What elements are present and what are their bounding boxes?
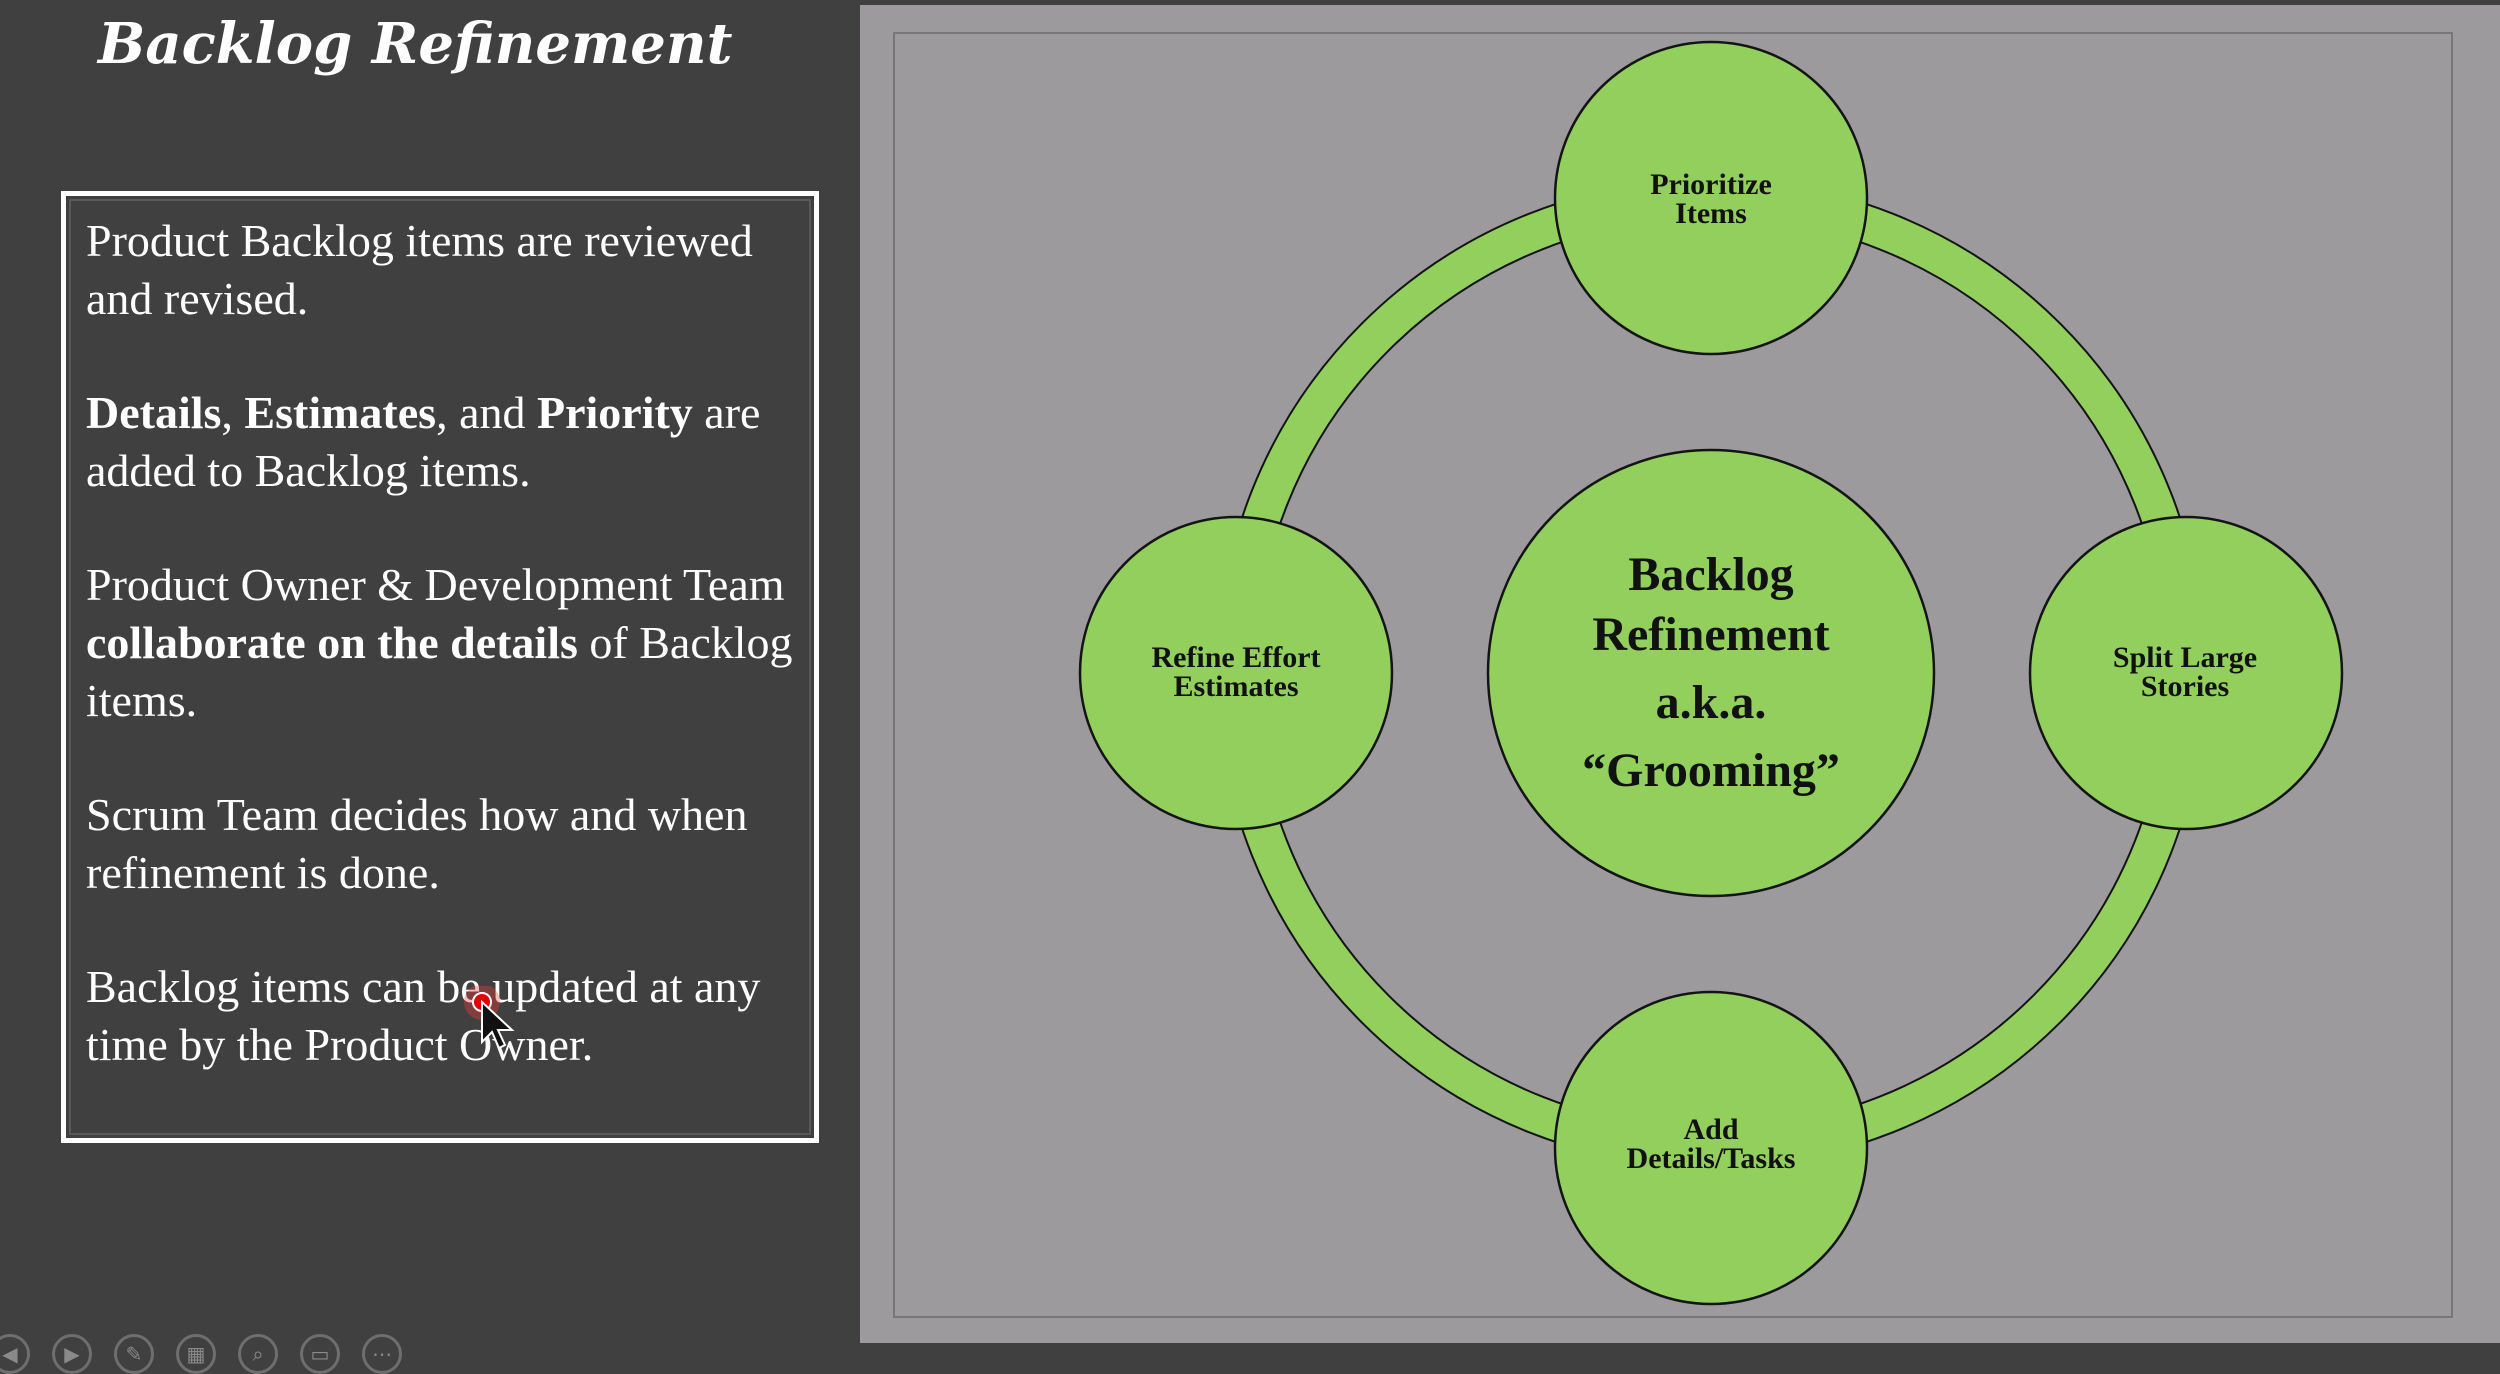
text-run: , and bbox=[436, 387, 537, 438]
next-slide-button[interactable]: ▶ bbox=[52, 1334, 92, 1374]
text-run: are added to Backlog items. bbox=[86, 387, 761, 496]
subtitles-button[interactable]: ▭ bbox=[300, 1334, 340, 1374]
text-run: Backlog items can be updated at any time… bbox=[86, 961, 761, 1070]
previous-slide-button[interactable]: ◀ bbox=[0, 1334, 30, 1374]
pen-tool-button[interactable]: ✎ bbox=[114, 1334, 154, 1374]
node-top-circle bbox=[1553, 40, 1869, 356]
body-paragraph: Details, Estimates, and Priority are add… bbox=[86, 384, 794, 500]
center-circle bbox=[1486, 448, 1936, 898]
center-label: Backlog Refinement a.k.a. “Grooming” bbox=[1582, 548, 1840, 797]
slideshow-toolbar: ◀ ▶ ✎ ▦ ⌕ ▭ ⋯ bbox=[0, 1334, 402, 1374]
body-paragraph: Product Owner & Development Team collabo… bbox=[86, 556, 794, 730]
bold-phrase: Estimates bbox=[244, 387, 437, 438]
body-paragraph: Scrum Team decides how and when refineme… bbox=[86, 786, 794, 902]
text-run: Scrum Team decides how and when refineme… bbox=[86, 789, 748, 898]
diagram-frame bbox=[893, 32, 2453, 1318]
text-run: Product Backlog items are reviewed and r… bbox=[86, 215, 753, 324]
more-options-button[interactable]: ⋯ bbox=[362, 1334, 402, 1374]
body-paragraph: Backlog items can be updated at any time… bbox=[86, 958, 794, 1074]
node-bottom-circle bbox=[1553, 990, 1869, 1306]
bold-phrase: Priority bbox=[536, 387, 693, 438]
node-left-circle bbox=[1078, 515, 1394, 831]
slide-title: Backlog Refinement bbox=[98, 11, 733, 77]
text-run: , bbox=[221, 387, 245, 438]
bold-phrase: collaborate on the details bbox=[86, 617, 578, 668]
body-paragraph: Product Backlog items are reviewed and r… bbox=[86, 212, 794, 328]
see-all-slides-button[interactable]: ▦ bbox=[176, 1334, 216, 1374]
zoom-button[interactable]: ⌕ bbox=[238, 1334, 278, 1374]
node-right-circle bbox=[2028, 515, 2344, 831]
text-run: Product Owner & Development Team bbox=[86, 559, 785, 610]
cycle-diagram bbox=[1078, 40, 2344, 1306]
bold-phrase: Details bbox=[86, 387, 222, 438]
text-run: of Backlog items. bbox=[86, 617, 793, 726]
slide-text-box: Product Backlog items are reviewed and r… bbox=[61, 191, 819, 1143]
pointer-cursor-icon bbox=[464, 986, 515, 1050]
